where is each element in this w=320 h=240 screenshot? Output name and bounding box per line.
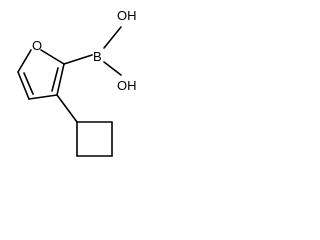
- bond-c4-c5: [17, 71, 30, 100]
- hydroxyl-top-label: OH: [117, 8, 137, 23]
- bond-o1-c2: [40, 49, 65, 65]
- bond-b-oh-bottom: [103, 61, 122, 76]
- bond-b-oh-top: [103, 26, 122, 49]
- bond-c5-o1: [17, 49, 32, 73]
- bond-c2-c3: [56, 63, 65, 96]
- bond-c3-c4: [28, 94, 58, 100]
- chemical-structure: O B OH OH: [17, 8, 137, 157]
- bond-c4-c5-inner: [23, 72, 34, 95]
- bond-c2-c3-inner: [51, 67, 59, 92]
- ring-oxygen-label: O: [32, 38, 42, 53]
- hydroxyl-bottom-label: OH: [117, 78, 137, 93]
- bond-c2-b: [63, 54, 93, 65]
- boron-label: B: [93, 49, 102, 64]
- bond-c3-cyclobutyl: [56, 94, 78, 123]
